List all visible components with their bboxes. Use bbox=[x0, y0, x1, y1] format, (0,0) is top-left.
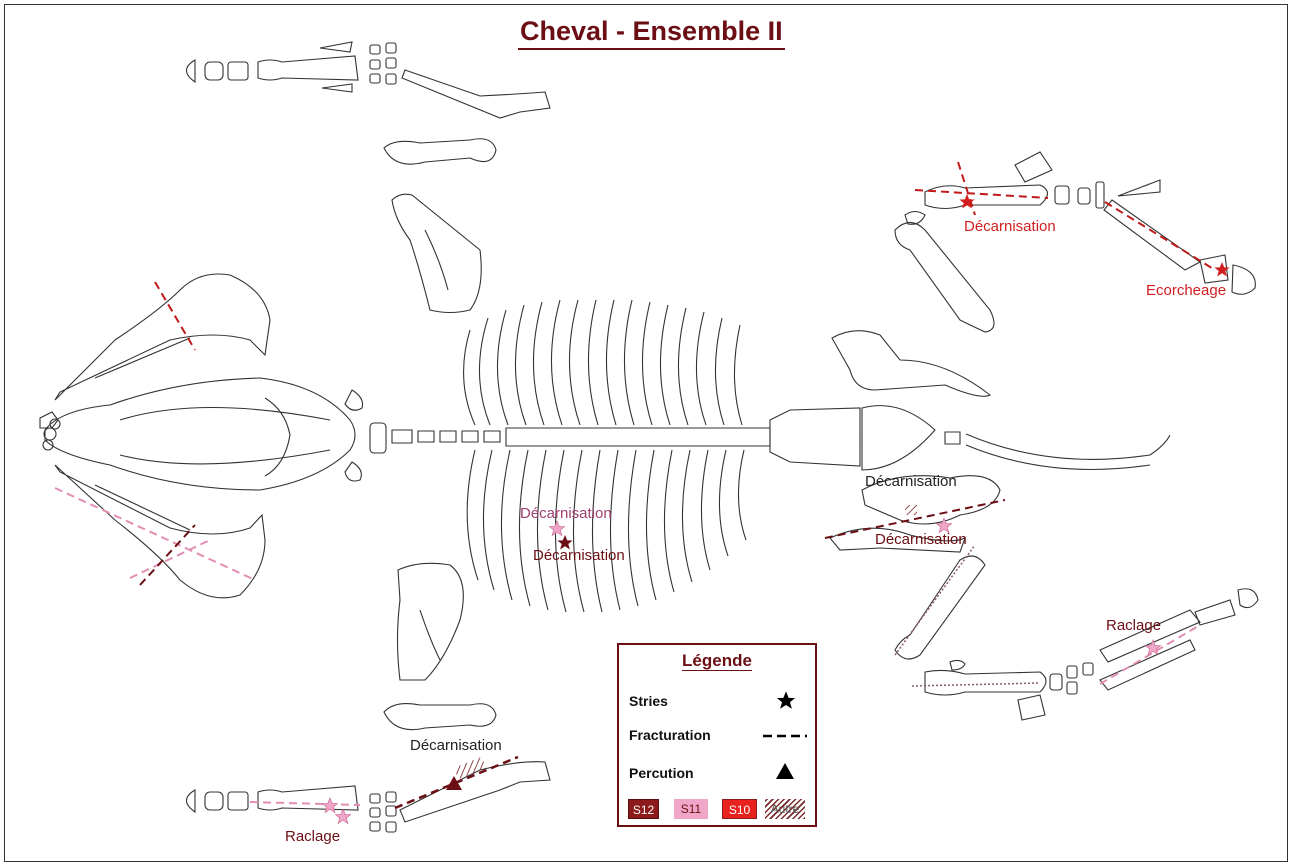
legend-item-stries: Stries bbox=[629, 693, 668, 709]
legend-swatch-s10: S10 bbox=[722, 799, 757, 819]
legend-swatch-s12: S12 bbox=[628, 799, 659, 819]
label-decarnisation-rib-s11: Décarnisation bbox=[520, 505, 612, 522]
fracture-fore-lower-s11 bbox=[250, 802, 360, 805]
stries-star-fore-lower-1 bbox=[322, 798, 337, 813]
stries-star-rib-s11 bbox=[549, 521, 564, 536]
label-raclage-fore-lower: Raclage bbox=[285, 828, 340, 845]
fracture-hind-upper-s10b bbox=[958, 162, 975, 215]
forelimb-lower-left bbox=[187, 563, 551, 832]
legend-box: Légende Stries Fracturation Percution S1… bbox=[617, 643, 817, 827]
star-icon bbox=[774, 689, 798, 713]
dashed-line-icon bbox=[761, 731, 809, 741]
label-decarnisation-pelvis-dark: Décarnisation bbox=[865, 473, 957, 490]
page-title: Cheval - Ensemble II bbox=[518, 16, 785, 50]
forelimb-upper-left bbox=[187, 42, 551, 313]
hindlimb-upper-right bbox=[895, 152, 1255, 332]
skull bbox=[40, 274, 386, 598]
label-decarnisation-rib-s12: Décarnisation bbox=[533, 547, 625, 564]
stries-star-fore-lower-2 bbox=[335, 809, 350, 824]
label-decarnisation-fore-lower: Décarnisation bbox=[410, 737, 502, 754]
mark-hind-tibia-dotted bbox=[895, 545, 975, 655]
legend-item-fracturation: Fracturation bbox=[629, 727, 711, 743]
label-decarnisation-hind-upper: Décarnisation bbox=[964, 218, 1056, 235]
mark-hind-lower-dotted bbox=[912, 683, 1040, 686]
label-ecorcheage: Ecorcheage bbox=[1146, 282, 1226, 299]
legend-title: Légende bbox=[682, 651, 752, 671]
label-raclage-hind-lower: Raclage bbox=[1106, 617, 1161, 634]
label-decarnisation-pelvis-s11: Décarnisation bbox=[875, 531, 967, 548]
fracture-hind-metatarsal-s10 bbox=[1105, 202, 1215, 270]
rib-cage bbox=[464, 300, 746, 612]
stries-star-hind-lower-s11 bbox=[1145, 640, 1160, 655]
vertebral-column bbox=[392, 406, 1170, 470]
legend-swatch-autre: Autre bbox=[765, 799, 805, 819]
fracture-hind-upper-s10 bbox=[915, 190, 1048, 198]
legend-item-percution: Percution bbox=[629, 765, 694, 781]
triangle-icon bbox=[774, 761, 796, 781]
legend-swatch-s11: S11 bbox=[674, 799, 708, 819]
fracture-mandible-lower-s11b bbox=[130, 540, 210, 578]
hatch-pelvis bbox=[905, 505, 917, 515]
fracture-mandible-upper-s10 bbox=[155, 282, 195, 350]
fracture-mandible-lower-s12 bbox=[140, 525, 195, 585]
